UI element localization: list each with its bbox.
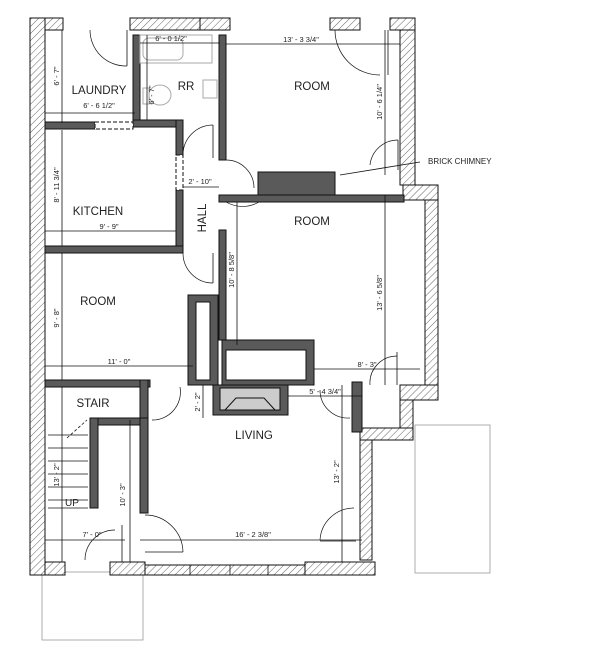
dim-rr-h: 6' - 7" (147, 85, 156, 104)
dim-stair-h: 13' - 2" (52, 463, 61, 487)
bathtub (142, 37, 184, 61)
bathroom-fixtures (139, 34, 218, 106)
dim-room-ne-h: 10' - 6 1/4" (375, 84, 384, 120)
dim-room-e-h1: 10' - 8 5/8" (227, 252, 236, 288)
stair-up-label: UP (65, 498, 79, 509)
room-label-kitchen: KITCHEN (73, 206, 123, 218)
dimension-lines (45, 30, 421, 562)
room-label-room-ne: ROOM (294, 81, 330, 93)
dim-room-w-h: 9' - 8" (52, 308, 61, 327)
porch-east (414, 424, 491, 574)
kitchen-opening (175, 154, 184, 191)
dim-fireplace-w: 5' - 4 3/4" (309, 387, 341, 396)
dim-room-e-h2: 13' - 6 5/8" (375, 275, 384, 311)
porch-entry (41, 571, 144, 641)
dim-room-ne-w: 13' - 3 3/4" (283, 35, 319, 44)
dim-room-e-w: 8' - 3" (357, 360, 376, 369)
room-label-stair: STAIR (76, 398, 109, 410)
room-label-room-w: ROOM (80, 296, 116, 308)
room-label-living: LIVING (235, 430, 273, 442)
dim-rr-w: 6' - 0 1/2" (155, 34, 187, 43)
sink (202, 79, 218, 99)
room-label-hall: HALL (197, 203, 209, 232)
dim-room-w-w: 11' - 0" (108, 357, 131, 366)
room-label-rr: RR (178, 81, 195, 93)
dim-hall-w: 2' - 10" (188, 177, 212, 186)
dim-kitchen-h: 8' - 11 3/4" (52, 167, 61, 203)
brick-chimney-label: BRICK CHIMNEY (428, 157, 492, 166)
laundry-opening (94, 121, 134, 130)
dim-laundry-h: 6' - 7" (52, 66, 61, 85)
dim-closet-h: 10' - 3" (118, 483, 127, 507)
dim-entry-w: 7' - 0" (82, 530, 101, 539)
doors (84, 29, 399, 562)
dim-laundry-w: 6' - 6 1/2" (83, 101, 115, 110)
interior-walls (44, 34, 405, 514)
dim-kitchen-w: 9' - 9" (99, 222, 118, 231)
stair-treads (48, 419, 88, 509)
room-label-room-e: ROOM (294, 216, 330, 228)
dim-fireplace-d: 2' - 2" (193, 392, 202, 411)
dim-living-h: 13' - 2" (332, 460, 341, 484)
room-label-laundry: LAUNDRY (72, 85, 127, 97)
dim-living-w: 16' - 2 3/8" (235, 530, 271, 539)
exterior-walls (29, 17, 439, 576)
